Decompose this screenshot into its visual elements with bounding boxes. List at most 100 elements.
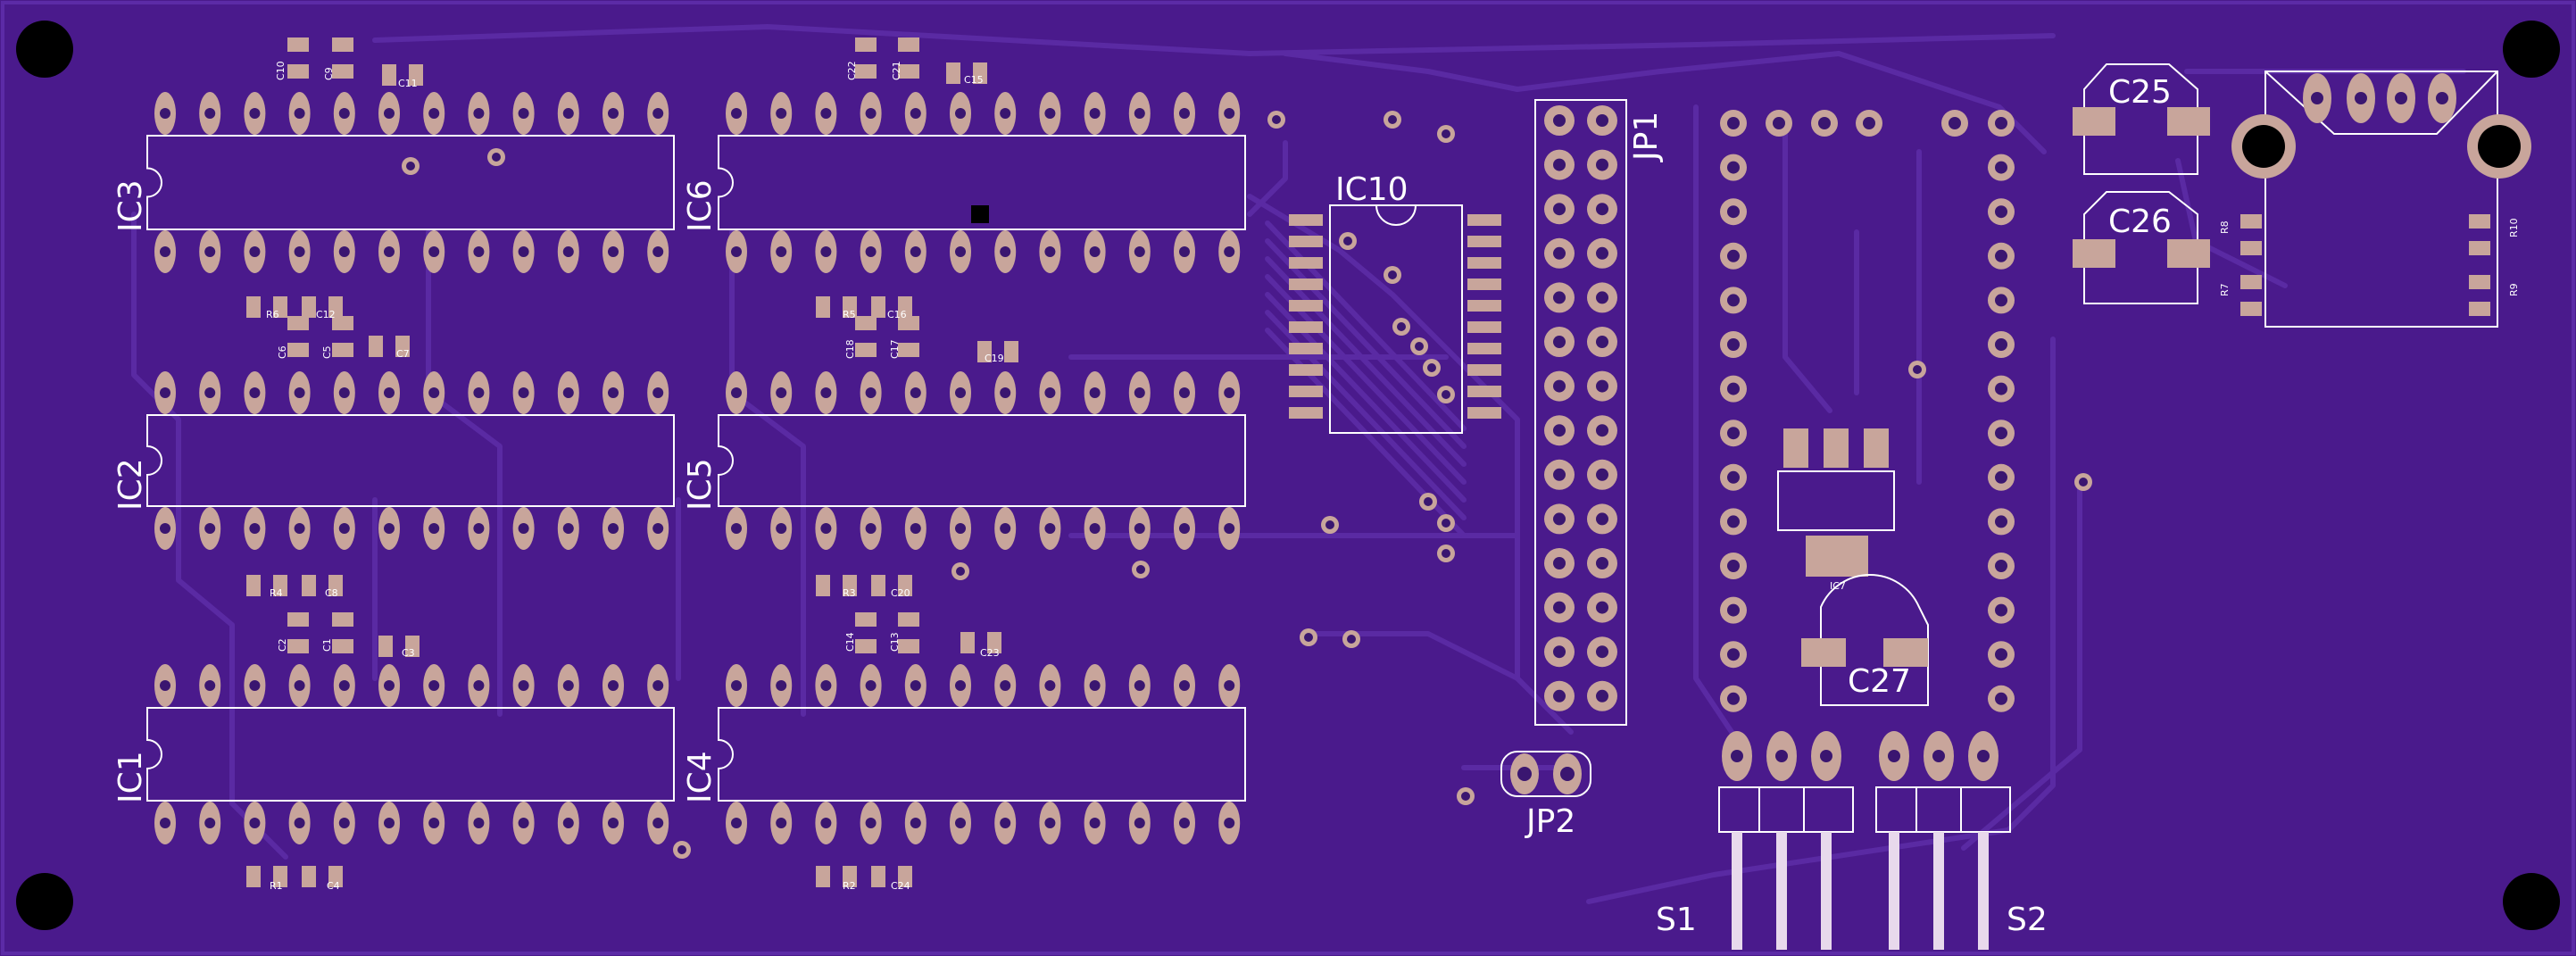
jp1-pin-hole	[1553, 645, 1566, 659]
switch-pin-hole	[1820, 750, 1832, 762]
switch-pin-hole	[1731, 750, 1743, 762]
jp1-pin-hole	[1596, 336, 1608, 348]
smd-pad	[246, 575, 261, 596]
smd-labels: C10 C9 C11 C22 C21 C15 R6 C12 C6 C5 C7 R…	[266, 61, 2520, 892]
ic2-pin-hole	[338, 387, 350, 398]
via-hole	[1442, 519, 1450, 528]
lbl-c16: C16	[887, 309, 907, 320]
ic6-pin-hole	[731, 246, 742, 257]
ic3-pin-hole	[473, 246, 485, 257]
ic10-pad-right	[1467, 364, 1501, 376]
mcu-top-pin-hole	[1863, 117, 1875, 129]
mcu-pin-hole	[1995, 249, 2007, 262]
c25-label: C25	[2108, 74, 2172, 111]
smd-pad	[2240, 214, 2262, 229]
smd-pad	[378, 636, 393, 657]
lbl-r9: R9	[2508, 283, 2520, 296]
via-hole	[1388, 115, 1397, 124]
smd-pad	[302, 866, 316, 887]
via-hole	[1347, 635, 1356, 644]
smd-pad	[2469, 241, 2490, 255]
mcu-module-pins	[1720, 110, 2015, 712]
via-hole	[1442, 549, 1450, 558]
smd-pad	[898, 575, 912, 596]
smd-pad	[843, 296, 857, 318]
jp1-pin-hole	[1553, 246, 1566, 260]
ic6-outline	[718, 135, 1246, 230]
ic2-pin-hole	[294, 387, 305, 398]
jp1-pins	[1544, 105, 1617, 711]
ic3-pin-hole	[160, 108, 170, 119]
lbl-c3: C3	[402, 647, 415, 659]
via-hole	[1388, 270, 1397, 279]
ic3-package	[146, 92, 675, 273]
ic4-pin-hole	[1134, 680, 1145, 691]
vias	[402, 111, 2092, 859]
mcu-pin-hole	[1727, 603, 1740, 617]
ic6-pin-hole	[1044, 108, 1056, 119]
mcu-pin-hole	[1727, 427, 1740, 440]
ic4-pin-hole	[1179, 818, 1190, 828]
mcu-pin-hole	[1995, 117, 2007, 129]
ic5-outline	[718, 414, 1246, 507]
jp1-pin-hole	[1596, 291, 1608, 304]
smd-pad	[273, 575, 287, 596]
ic2-pin-hole	[338, 523, 350, 534]
ic1-pin-hole	[518, 680, 529, 691]
ic4-pin-hole	[910, 680, 921, 691]
lbl-c11: C11	[398, 78, 418, 89]
ic1-pin-hole	[160, 680, 170, 691]
smd-pad	[409, 64, 423, 86]
mcu-pin-hole	[1995, 470, 2007, 484]
ic4-pin-hole	[865, 818, 877, 828]
ic5-pin-hole	[910, 387, 921, 398]
ic2-label: IC2	[112, 458, 149, 511]
ic5-pin-hole	[1044, 387, 1056, 398]
switch-lead	[1978, 832, 1989, 950]
via-hole	[1304, 633, 1313, 642]
ic5-pin-hole	[1089, 523, 1101, 534]
ic10-pad-left	[1289, 300, 1323, 312]
ic6-package	[718, 92, 1246, 273]
jp1-pin-hole	[1596, 379, 1608, 393]
lbl-c13: C13	[889, 632, 901, 652]
dip-packages	[146, 92, 1246, 844]
ic6-pin-hole	[776, 108, 787, 119]
mcu-pin-hole	[1995, 648, 2007, 661]
c27-label: C27	[1848, 663, 1911, 700]
ic5-pin-hole	[1134, 523, 1145, 534]
via-hole	[1415, 342, 1424, 351]
smd-pad	[855, 64, 877, 79]
ic6-pin-hole	[731, 108, 742, 119]
via-hole	[677, 845, 686, 854]
smd-pad	[332, 639, 353, 653]
ic3-pin-hole	[249, 108, 261, 119]
ic3-pin-hole	[518, 246, 529, 257]
smd-pad	[871, 296, 885, 318]
mcu-pin-hole	[1727, 648, 1740, 661]
ic6-pin-hole	[1089, 246, 1101, 257]
ic2-pin-hole	[384, 387, 395, 398]
mcu-pin-hole	[1995, 205, 2007, 219]
ic5-pin-hole	[1000, 523, 1011, 534]
ic6-pin-hole	[1134, 246, 1145, 257]
ic5-pin-hole	[1089, 387, 1101, 398]
smd-pad	[287, 343, 309, 357]
mcu-pin-hole	[1727, 117, 1740, 129]
jp1-pin-hole	[1596, 468, 1608, 481]
via-hole	[956, 567, 965, 576]
ic2-pin-hole	[473, 523, 485, 534]
smd-pad	[287, 639, 309, 653]
lbl-c19: C19	[985, 353, 1004, 364]
ic10-pad-right	[1467, 300, 1501, 312]
ic3-pin-hole	[562, 108, 574, 119]
smd-pad	[2469, 214, 2490, 229]
ic1-pin-hole	[294, 818, 305, 828]
smd-pad	[977, 341, 992, 362]
ic10-pad-right	[1467, 236, 1501, 247]
mount-hole-tl	[16, 21, 73, 78]
lbl-c8: C8	[325, 587, 338, 599]
smd-pad	[871, 866, 885, 887]
ic6-pin-hole	[1000, 108, 1011, 119]
ic5-package	[718, 371, 1246, 550]
